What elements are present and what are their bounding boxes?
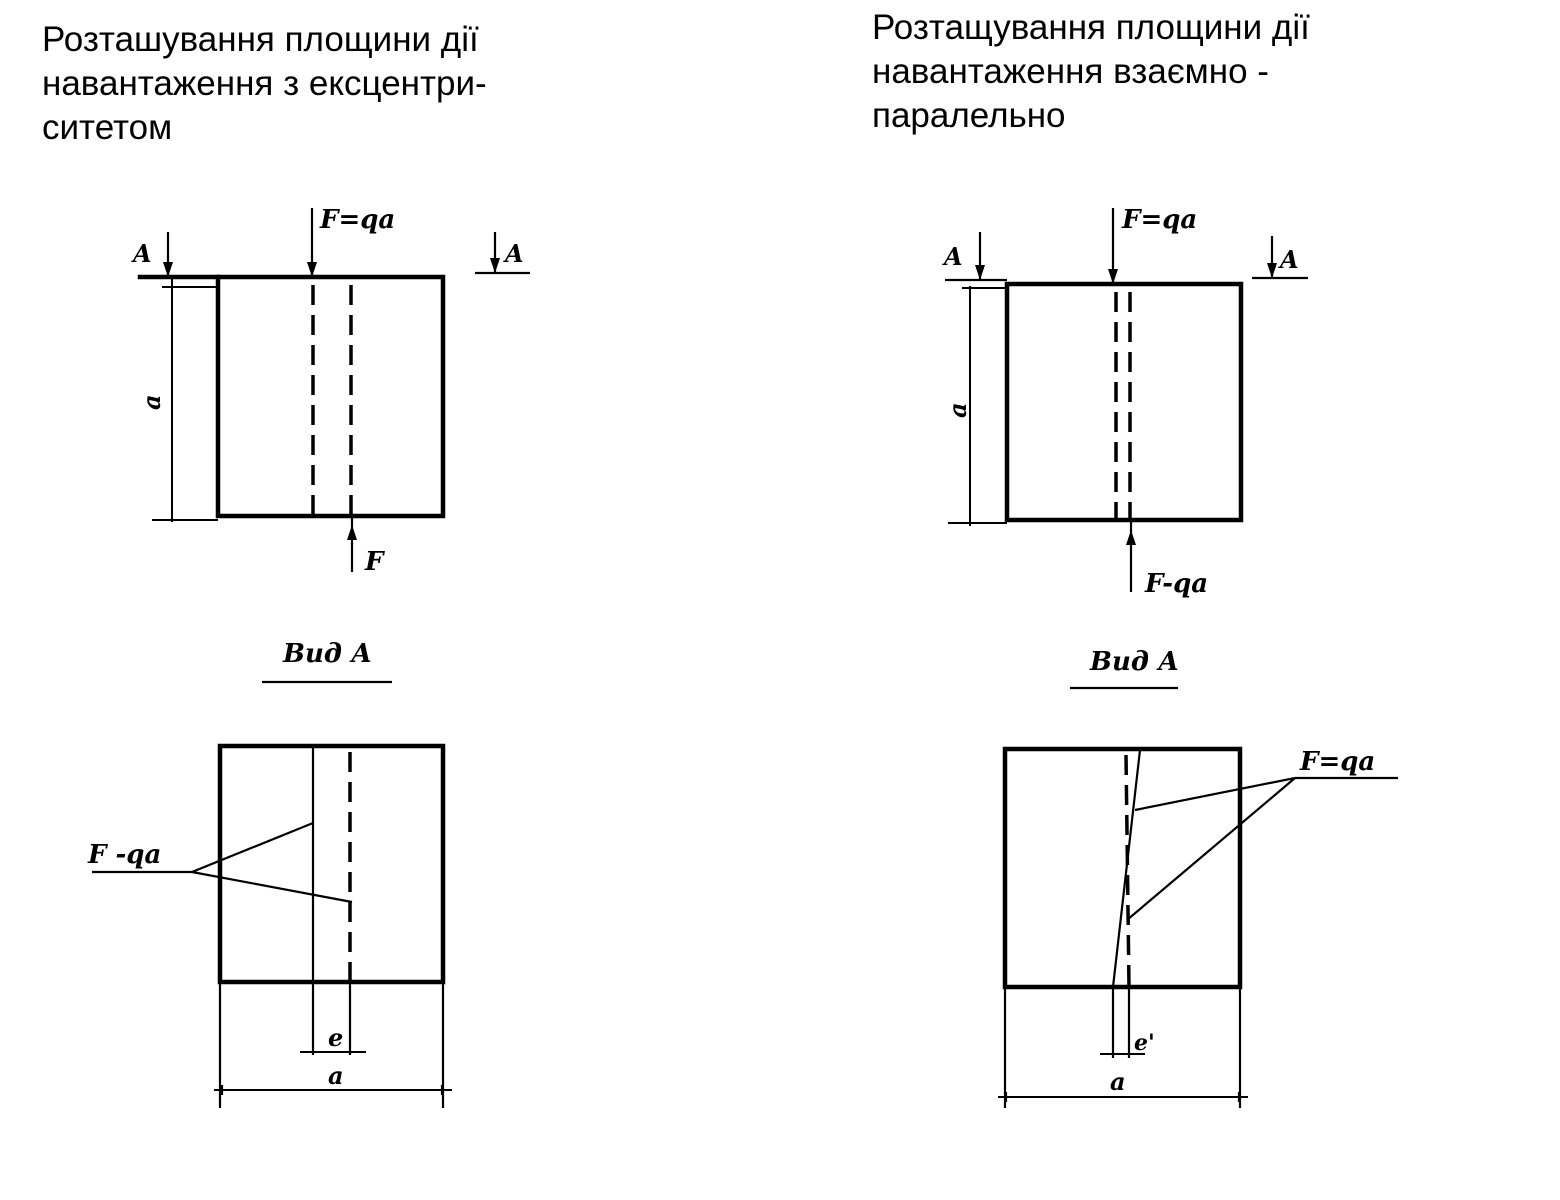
left-section-label-right: A [503,239,524,268]
right-force-top-arrowhead [1108,269,1118,284]
left-view-plate [217,743,446,985]
heading-left-line-2: навантаження з ексцентри- [42,64,487,103]
left-eccentricity-label: e [328,1023,343,1052]
heading-left-line-1: Розташування площини дії [42,20,479,59]
left-section-arrowhead-left [163,262,173,277]
left-force-top-arrowhead [307,262,317,277]
heading-right-line-2: навантаження взаємно - [872,52,1269,91]
right-view-plate [1002,746,1243,990]
heading-right-line-3: паралельно [872,96,1066,135]
right-view-inclined-load-line [1111,749,1142,988]
right-dimension-label-a: a [943,402,972,418]
right-section-label-right: A [1278,245,1299,274]
left-section-arrowhead-right [490,258,500,273]
left-force-bottom-arrowhead [347,525,357,540]
left-view-title: Вид А [282,639,372,669]
right-section-arrowhead-right [1267,263,1277,278]
right-plate-outline [1004,281,1244,523]
right-force-top-label: F=qa [1121,205,1197,235]
heading-left-line-3: ситетом [42,108,173,147]
right-view-force-leader-1 [1134,776,1296,812]
right-width-dim-ticks [1004,1092,1241,1102]
left-dimension-label-a: a [137,394,166,410]
right-view-parallel-line [1124,754,1131,988]
right-width-label: a [1110,1067,1126,1096]
right-view-a: Вид А F=qa e' a [998,647,1398,1108]
right-elevation: A A a F=qa F-qa [942,205,1308,599]
heading-left: Розташування площини дії навантаження з … [42,18,487,150]
left-view-force-leader-2 [191,870,353,904]
heading-right-line-1: Розтащування площини дії [872,8,1310,47]
heading-right: Розтащування площини дії навантаження вз… [872,6,1310,138]
right-section-label-left: A [942,242,963,271]
left-force-top-label: F=qa [319,205,395,235]
left-view-force-leader-1 [191,821,314,874]
right-view-force-label: F=qa [1299,747,1375,777]
left-plate-outline [215,274,446,519]
right-force-bottom-arrowhead [1126,530,1136,545]
left-width-label: a [328,1061,344,1090]
left-view-force-label: F -qa [87,840,161,870]
right-eccentricity-label: e' [1134,1030,1155,1056]
right-force-bottom-label: F-qa [1144,569,1208,599]
left-force-bottom-label: F [364,547,385,577]
left-view-a: Вид А F -qa e a [87,639,452,1108]
right-view-title: Вид А [1089,647,1179,677]
right-section-arrowhead-left [975,265,985,280]
left-section-label-left: A [131,239,152,268]
right-view-force-leader-2 [1126,777,1296,921]
left-elevation: A A a F=qa F [131,205,530,577]
left-width-dim-ticks [220,1085,444,1095]
